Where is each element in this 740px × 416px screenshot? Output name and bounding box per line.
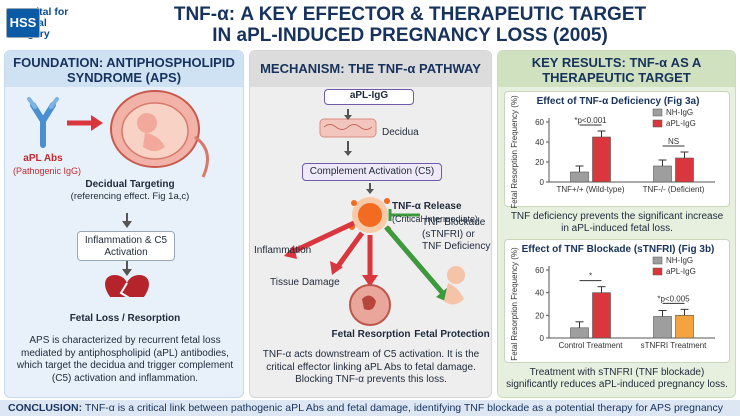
chart-title: Effect of TNF-α Deficiency (Fig 3a) [537,96,700,107]
node-apl-igg: aPL-IgG [324,89,414,105]
conclusion-text: TNF-α is a critical link between pathoge… [84,402,723,414]
fetal-loss-label: Fetal Loss / Resorption [69,313,181,324]
conclusion-bar: CONCLUSION: TNF-α is a critical link bet… [0,400,740,416]
tissue-damage-label: Tissue Damage [270,277,340,288]
legend-label: aPL-IgG [666,267,696,276]
page-title: TNF-α: A KEY EFFECTOR & THERAPEUTIC TARG… [110,4,710,46]
y-tick-label: 40 [535,138,544,147]
significance-label: NS [668,137,679,146]
arrow-tissue-damage [333,231,365,271]
results-heading: KEY RESULTS: TNF-α AS A THERAPEUTIC TARG… [498,51,735,87]
node-complement-c5: Complement Activation (C5) [302,163,442,181]
foundation-panel: FOUNDATION: ANTIPHOSPHOLIPID SYNDROME (A… [4,50,244,398]
conclusion-label: CONCLUSION: [8,402,83,414]
y-tick-label: 20 [535,158,544,167]
logo-mark: HSS [6,8,40,38]
results-panel: KEY RESULTS: TNF-α AS A THERAPEUTIC TARG… [497,50,736,398]
legend-swatch [652,267,663,276]
arrow-fetal-protection [384,225,448,299]
legend-label: aPL-IgG [666,119,696,128]
broken-heart-icon [105,275,149,297]
bar [675,315,694,339]
tnf-blockade-chart: Effect of TNF Blockade (sTNFRI) (Fig 3b)… [510,244,715,361]
foundation-heading: FOUNDATION: ANTIPHOSPHOLIPID SYNDROME (A… [5,51,243,87]
fetal-resorption-label: Fetal Resorption [331,329,411,340]
mechanism-panel: MECHANISM: THE TNF-α PATHWAY [249,50,492,398]
legend-swatch [652,119,663,128]
arrow-inflammation [288,220,356,256]
significance-label: *p<0.005 [657,294,690,303]
mechanism-summary: TNF-α acts downstream of C5 activation. … [262,349,480,385]
significance-label: * [589,272,592,281]
legend-label: NH-IgG [666,108,693,117]
antibody-icon [27,97,59,148]
bar [653,165,672,183]
healthy-fetus-icon [444,266,465,305]
legend-swatch [652,108,663,117]
x-tick-label: TNF+/+ (Wild-type) [556,185,624,194]
y-tick-label: 0 [540,178,545,187]
node-decidua: Decidua [382,127,419,138]
apl-abs-label: aPL Abs [23,153,63,164]
x-tick-label: TNF-/- (Deficient) [643,185,705,194]
tnf-burst-icon [349,197,391,233]
y-axis-label: Fetal Resorption Frequency (%) [510,247,519,361]
decidual-targeting-sub: (referencing effect. Fig 1a,c) [70,191,190,202]
legend-swatch [652,256,663,265]
bar [592,292,611,339]
tnf-deficiency-chart: Effect of TNF-α Deficiency (Fig 3a) Fetal… [510,95,715,209]
blockade-inhibitor-icon [388,209,420,221]
y-tick-label: 60 [535,266,544,275]
tnf-blockade-label: TNF Blockade (sTNFRI) or TNF Deficiency [422,217,491,252]
chart-card-tnf-deficiency: Effect of TNF-α Deficiency (Fig 3a) Fetal… [504,91,730,209]
fetal-protection-label: Fetal Protection [414,329,490,340]
bar [570,171,589,183]
apl-abs-sublabel: (Pathogenic IgG) [12,166,82,176]
decidual-targeting-title: Decidual Targeting [85,179,175,190]
title-line-2: IN aPL-INDUCED PREGNANCY LOSS (2005) [212,25,608,46]
legend-label: NH-IgG [666,256,693,265]
y-tick-label: 40 [535,289,544,298]
foundation-summary: APS is characterized by recurrent fetal … [16,335,234,384]
bar [675,157,694,183]
title-line-1: TNF-α: A KEY EFFECTOR & THERAPEUTIC TARG… [173,4,647,25]
inflammation-c5-box: Inflammation & C5 Activation [77,231,175,261]
tnf-release-title: TNF-α Release [392,201,462,212]
tnf-release-sub: (Critical Intermediate) [392,214,479,224]
mechanism-heading: MECHANISM: THE TNF-α PATHWAY [250,51,491,87]
chart-title: Effect of TNF Blockade (sTNFRI) (Fig 3b) [522,244,715,255]
bar [570,327,589,339]
y-axis-label: Fetal Resorption Frequency (%) [510,95,519,208]
arrow-head [91,115,103,131]
chart-card-tnf-blockade: Effect of TNF Blockade (sTNFRI) (Fig 3b)… [504,239,730,363]
x-tick-label: sTNFRI Treatment [641,341,708,350]
significance-label: *p<0.001 [574,116,607,125]
y-tick-label: 20 [535,311,544,320]
uterus-fetus-icon [110,90,209,178]
bar [653,316,672,339]
bar [592,136,611,183]
y-tick-label: 0 [540,334,545,343]
decidua-tissue-icon [319,118,377,138]
foundation-illustration [27,90,209,297]
y-tick-label: 60 [535,118,544,127]
mechanism-diagram [284,109,465,326]
chart2-caption: Treatment with sTNFRI (TNF blockade) sig… [506,367,728,390]
hss-logo: HSS Hospital for Special Surgery [6,4,102,42]
x-tick-label: Control Treatment [558,341,623,350]
inflammation-label: Inflammation [254,245,312,256]
chart1-caption: TNF deficiency prevents the significant … [510,211,724,234]
